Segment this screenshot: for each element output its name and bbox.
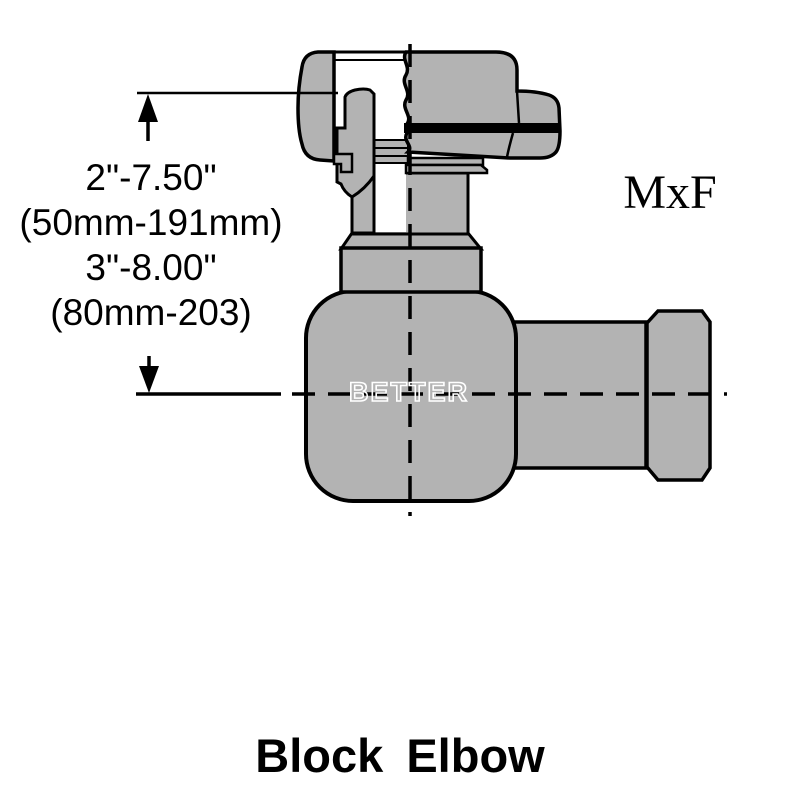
brand-watermark: BETTER xyxy=(348,376,469,408)
nut-flange-line-upper xyxy=(515,90,521,124)
dimension-label: 2"-7.50" (50mm-191mm) 3"-8.00" (80mm-203… xyxy=(10,155,292,335)
adapter-break-line xyxy=(351,175,376,199)
left-nut xyxy=(296,50,336,163)
dimension-line-2: (50mm-191mm) xyxy=(19,202,283,243)
dimension-line-1: 2"-7.50" xyxy=(85,157,217,198)
figure-title: Block Elbow xyxy=(255,729,545,782)
connection-type-label: MxF xyxy=(623,166,717,219)
swivel-nut xyxy=(402,50,562,160)
outlet-hub xyxy=(645,309,712,482)
dimension-line-3: 3"-8.00" xyxy=(85,247,217,288)
left-nut-foot xyxy=(332,152,354,174)
dimension-arrow-up xyxy=(138,94,158,122)
black-seal-band xyxy=(404,123,560,133)
washer-plate-1 xyxy=(406,156,485,167)
nut-flange-line-lower xyxy=(505,132,515,158)
adapter-section xyxy=(335,87,376,235)
dimension-arrow-down xyxy=(139,366,159,393)
dimension-line-4: (80mm-203) xyxy=(50,292,252,333)
washer-plate-2 xyxy=(404,163,489,175)
